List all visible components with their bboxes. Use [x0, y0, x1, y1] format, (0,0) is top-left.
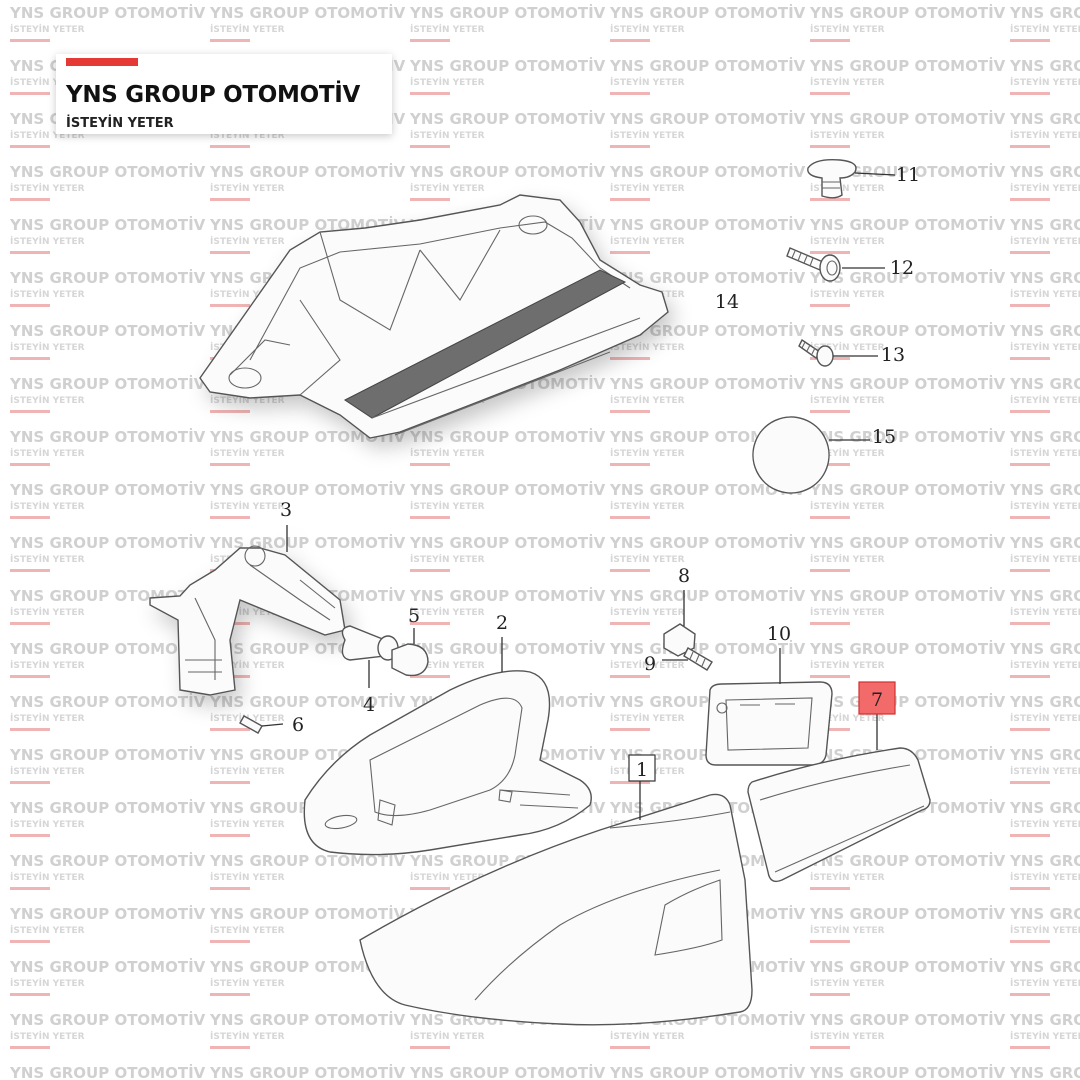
part-12-bolt — [786, 247, 885, 282]
callout-13: 13 — [881, 344, 905, 366]
part-8-9-fastener — [662, 590, 713, 671]
part-2-bracket — [303, 637, 592, 856]
callout-1: 1 — [636, 759, 648, 781]
callout-8: 8 — [678, 565, 690, 587]
callout-4: 4 — [363, 694, 375, 716]
callout-12: 12 — [890, 257, 914, 279]
callout-9: 9 — [644, 653, 656, 675]
part-14-lamp-housing — [199, 194, 669, 439]
part-15-cover — [752, 416, 870, 494]
callout-7: 7 — [871, 689, 883, 711]
callout-2: 2 — [496, 612, 508, 634]
part-5-bulb — [391, 628, 429, 677]
callout-14: 14 — [715, 291, 739, 313]
part-6-pin — [239, 715, 284, 734]
part-3-socket — [149, 525, 346, 696]
callout-3: 3 — [280, 499, 292, 521]
part-11-clip — [807, 158, 896, 199]
logo-subtitle: İSTEYİN YETER — [66, 116, 174, 131]
logo-badge: YNS GROUP OTOMOTİV İSTEYİN YETER — [56, 54, 392, 134]
part-1-lamp-body — [359, 780, 753, 1026]
part-13-screw — [798, 338, 878, 367]
callout-15: 15 — [872, 426, 896, 448]
callout-7-highlight-box — [858, 681, 896, 715]
callout-6: 6 — [292, 714, 304, 736]
callout-5: 5 — [408, 605, 420, 627]
callout-1-box — [628, 754, 656, 782]
callout-11: 11 — [896, 164, 920, 186]
logo-title: YNS GROUP OTOMOTİV — [66, 82, 361, 108]
logo-accent-bar — [66, 58, 138, 66]
part-4-bulb — [341, 625, 399, 688]
part-10-gasket — [705, 648, 833, 766]
part-7-lens — [747, 714, 931, 883]
callout-10: 10 — [767, 623, 791, 645]
